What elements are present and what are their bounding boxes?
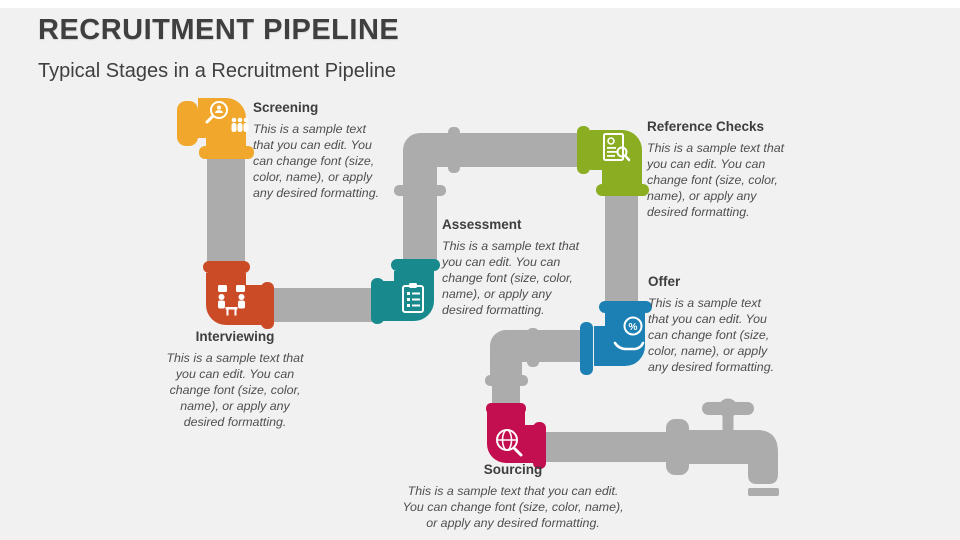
stage-offer-description: This is a sample text that you can edit.… — [648, 296, 775, 374]
checklist-clipboard-icon — [402, 283, 424, 313]
interview-discussion-icon — [218, 285, 245, 316]
resume-magnifier-icon — [603, 133, 631, 162]
gray-elbow-bottom — [490, 330, 534, 378]
pipe-fittings-screening — [177, 101, 254, 159]
pipe-elbow-interviewing — [206, 273, 262, 325]
magnifier-candidates-icon — [205, 101, 249, 132]
stage-screening-description: This is a sample text that you can edit.… — [253, 122, 380, 200]
globe-search-icon — [496, 429, 523, 457]
top-letterbox-bar — [0, 0, 960, 8]
pipe-segments — [207, 133, 674, 462]
stage-assessment: Assessment This is a sample text that yo… — [442, 217, 606, 318]
faucet-drip — [748, 488, 779, 496]
stage-assessment-description: This is a sample text that you can edit.… — [442, 239, 580, 317]
stage-sourcing-description: This is a sample text that you can edit.… — [402, 484, 624, 530]
stage-offer: Offer This is a sample text that you can… — [648, 274, 803, 375]
stage-offer-title: Offer — [648, 274, 681, 289]
stage-screening-title: Screening — [253, 100, 319, 115]
pipe-fittings-interviewing — [203, 261, 274, 329]
stage-interviewing: Interviewing This is a sample text that … — [150, 329, 320, 430]
stage-interviewing-description: This is a sample text that you can edit.… — [166, 351, 304, 429]
svg-text:%: % — [629, 322, 638, 333]
pipe-elbow-sourcing — [487, 412, 534, 463]
pipe-fittings-reference-checks — [577, 126, 649, 196]
stage-reference-checks-title: Reference Checks — [647, 119, 765, 134]
stage-sourcing: Sourcing This is a sample text that you … — [390, 462, 636, 531]
pipe-fittings-offer — [580, 301, 652, 375]
page-subtitle: Typical Stages in a Recruitment Pipeline — [38, 60, 396, 82]
pipe-fittings-assessment — [371, 259, 440, 324]
pipe-gray-elbows — [403, 133, 534, 378]
pipe-fittings-sourcing — [486, 403, 546, 469]
pipe-gray-fittings — [394, 127, 779, 496]
gray-elbow-top — [403, 133, 452, 190]
stage-interviewing-title: Interviewing — [195, 329, 275, 344]
page-title: RECRUITMENT PIPELINE — [38, 14, 400, 46]
stage-reference-checks-description: This is a sample text that you can edit.… — [647, 141, 785, 219]
stage-sourcing-title: Sourcing — [483, 462, 543, 477]
stage-assessment-title: Assessment — [442, 217, 522, 232]
faucet-icon — [666, 398, 779, 496]
percent-hand-icon: % — [613, 316, 645, 351]
pipe-elbow-screening — [198, 98, 246, 148]
stage-reference-checks: Reference Checks This is a sample text t… — [647, 119, 811, 220]
stage-screening: Screening This is a sample text that you… — [253, 100, 405, 201]
pipe-elbow-assessment — [382, 271, 434, 321]
pipe-elbow-reference-checks — [590, 130, 642, 186]
